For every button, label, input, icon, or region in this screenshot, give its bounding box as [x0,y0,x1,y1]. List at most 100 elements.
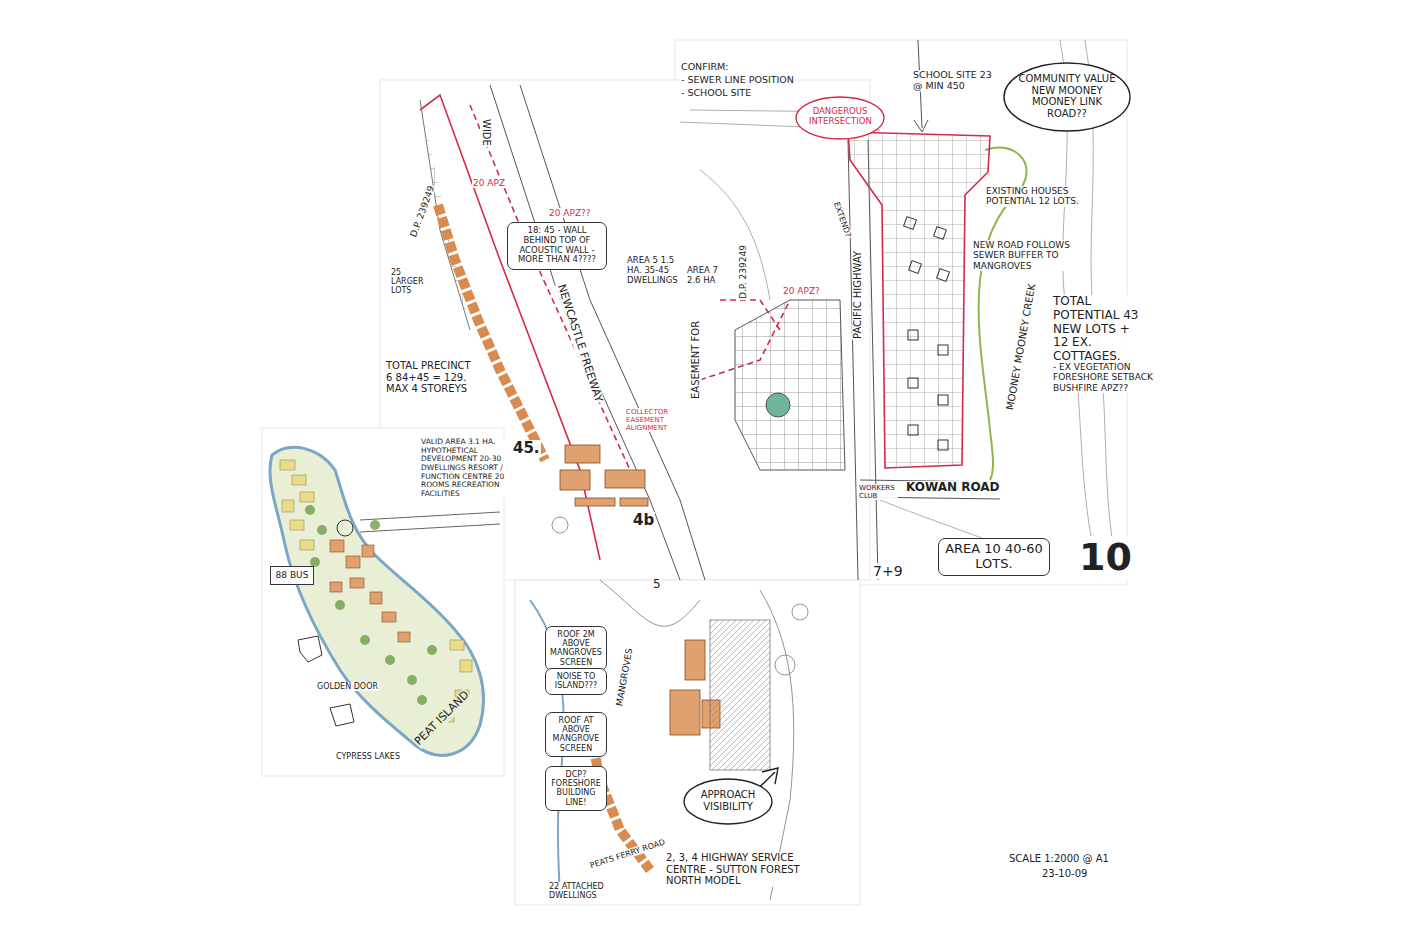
note-text: SCHOOL SITE 23 @ MIN 450 [912,70,999,92]
node-text: ROOF AT ABOVE MANGROVE SCREEN [549,716,603,753]
ellipse-outline [796,97,884,139]
peat-island [460,660,472,672]
sheet-panel [515,580,860,905]
peat-island [300,540,314,550]
peat-island [337,520,353,536]
callout-ellipse: APPROACH VISIBILITY [688,782,768,821]
peat-island [362,545,374,557]
peat-island [280,460,472,722]
car-park [775,655,795,675]
peat-island [317,525,327,535]
peat-island [398,632,410,642]
peat-island [360,512,500,532]
car-park [552,517,568,533]
highway-line [490,40,1000,580]
area-note: AREA 5 1.5 HA. 35-45 DWELLINGS [626,256,684,285]
highway-line [520,85,705,580]
note-text: CONFIRM: [680,62,729,73]
road-note: EXTEND? [831,200,853,240]
place-name: WORKERS CLUB [858,484,898,500]
date-text: 23-10-09 [1041,868,1088,880]
road-note: WIDE [481,118,493,147]
peat-island [370,520,380,530]
highway-line [914,120,928,132]
note-box: DCP? FORESHORE BUILDING LINE! [545,766,607,811]
highway-line [868,140,878,580]
area-note: AREA 7 2.6 HA [686,266,734,286]
node-text: AREA 10 40-60 LOTS. [942,542,1046,572]
road-name: PACIFIC HIGHWAY [852,250,864,340]
place-name: CYPRESS LAKES [335,752,401,761]
highway-line [490,85,680,580]
peat-island [305,505,315,515]
peat-island [427,645,437,655]
house-footprint [904,217,950,450]
node-text: NOISE TO ISLAND??? [549,672,603,690]
peat-island [382,612,396,622]
apz-label: 20 APZ? [782,286,821,296]
ellipse-outline [684,779,772,824]
site-boundary [470,105,630,470]
building-block [565,445,600,463]
peat-island [370,592,382,604]
precinct-note: TOTAL PRECINCT 6 84+45 = 129. MAX 4 STOR… [385,360,477,395]
note-box: 88 BUS [270,566,314,585]
peat-island [290,520,304,530]
note-text: - SEWER LINE POSITION [680,75,795,86]
peat-island [385,655,395,665]
peat-island [330,582,342,592]
peat-island [298,636,354,726]
peat-island [330,540,410,642]
vegetation-label: MANGROVES [614,647,635,708]
car-park [792,604,808,620]
building-block [685,640,705,680]
node-text: 88 BUS [274,570,310,580]
road-name: KOWAN ROAD [905,481,1001,495]
place-name: GOLDEN DOOR [316,682,379,691]
node-text: 18: 45 - WALL BEHIND TOP OF ACOUSTIC WAL… [511,226,603,265]
node-text: APPROACH VISIBILITY [697,789,759,812]
road-name: NEWCASTLE FREEWAY [554,282,605,405]
highway-line [848,140,858,580]
peat-island [346,556,360,568]
house-footprint [938,345,948,355]
precinct-title: 2, 3, 4 HIGHWAY SERVICE CENTRE - SUTTON … [665,852,837,887]
car-park [710,620,770,770]
area-callout: AREA 10 40-60 LOTS. [938,538,1050,576]
easement-label: COLLECTOR EASEMENT ALIGNMENT [625,408,689,432]
house-footprint [904,217,917,230]
peat-island [335,600,345,610]
note-box: ROOF 2M ABOVE MANGROVES SCREEN [545,626,607,671]
note-text: - SCHOOL SITE [680,88,752,99]
area-note: VALID AREA 3.1 HA. HYPOTHETICAL DEVELOPM… [420,438,508,498]
precinct-number: 5 [652,578,662,592]
creek-name: MOONEY MOONEY CREEK [1004,282,1038,412]
house-footprint [938,395,948,405]
house-footprint [908,378,918,388]
house-footprint [937,269,950,282]
note-text: - EX VEGETATION FORESHORE SETBACK BUSHFI… [1052,362,1154,393]
lot-label: D.P. 239249 [738,244,748,300]
house-footprint [934,227,947,240]
note-box: NOISE TO ISLAND??? [545,668,607,695]
node-text: DANGEROUS INTERSECTION [809,107,871,127]
peat-island [282,500,294,512]
lot-note: 25 LARGER LOTS [390,268,434,296]
peat-island [305,505,437,705]
note-text: EXISTING HOUSES POTENTIAL 12 LOTS. [985,186,1082,207]
building-block [620,498,648,506]
note-text: NEW ROAD FOLLOWS SEWER BUFFER TO MANGROV… [972,240,1084,271]
site-boundary [848,132,990,468]
apz-label: 20 APZ?? [548,208,592,218]
dwelling-note: 22 ATTACHED DWELLINGS [548,882,630,900]
area-number: 10 [1078,536,1133,580]
precinct-number: 45. [512,440,541,457]
note-box: 18: 45 - WALL BEHIND TOP OF ACOUSTIC WAL… [507,222,607,270]
peat-island [292,475,306,485]
peat-island [350,578,364,588]
building-block [670,690,700,735]
peat-island [417,695,427,705]
approach-arrow [762,768,778,784]
house-footprint [909,261,922,274]
building-block [575,498,615,506]
